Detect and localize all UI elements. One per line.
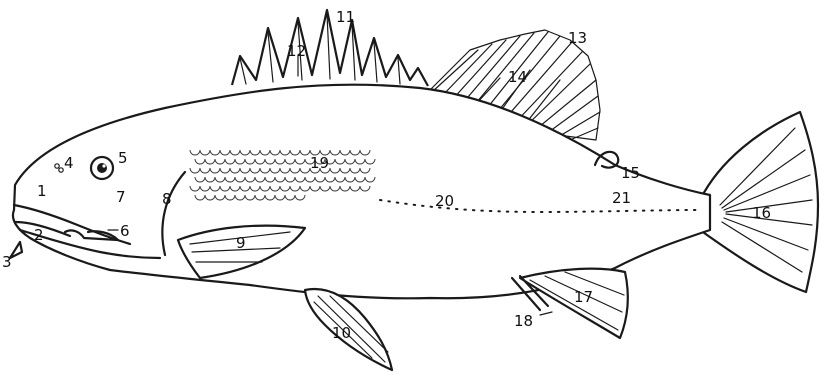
label-eye: 5 [118, 149, 128, 167]
label-pelvic-fin: 10 [332, 324, 351, 342]
label-opercle: 8 [162, 190, 172, 208]
label-soft-dorsal-tip: 13 [568, 29, 587, 47]
label-caudal-fin: 16 [752, 204, 771, 222]
label-maxillary: 6 [120, 222, 130, 240]
label-nostril: 4 [64, 154, 74, 172]
caudal-fin [700, 112, 818, 292]
spinous-dorsal-fin [232, 10, 428, 86]
label-mouth: 1 [37, 182, 47, 200]
label-anal-spines: 18 [514, 312, 533, 330]
label-pectoral-fin: 9 [236, 234, 246, 252]
label-lower-jaw: 2 [34, 226, 44, 244]
label-soft-dorsal: 14 [508, 68, 527, 86]
label-scales: 19 [310, 154, 329, 172]
label-barbel: 3 [2, 253, 12, 271]
label-anal-fin: 17 [574, 288, 593, 306]
label-spinous-dorsal-tip: 11 [336, 8, 355, 26]
label-lateral-line: 20 [435, 192, 454, 210]
label-cheek: 7 [116, 188, 126, 206]
label-adipose-flap: 15 [621, 164, 640, 182]
label-spinous-dorsal: 12 [287, 42, 306, 60]
label-caudal-peduncle: 21 [612, 189, 631, 207]
